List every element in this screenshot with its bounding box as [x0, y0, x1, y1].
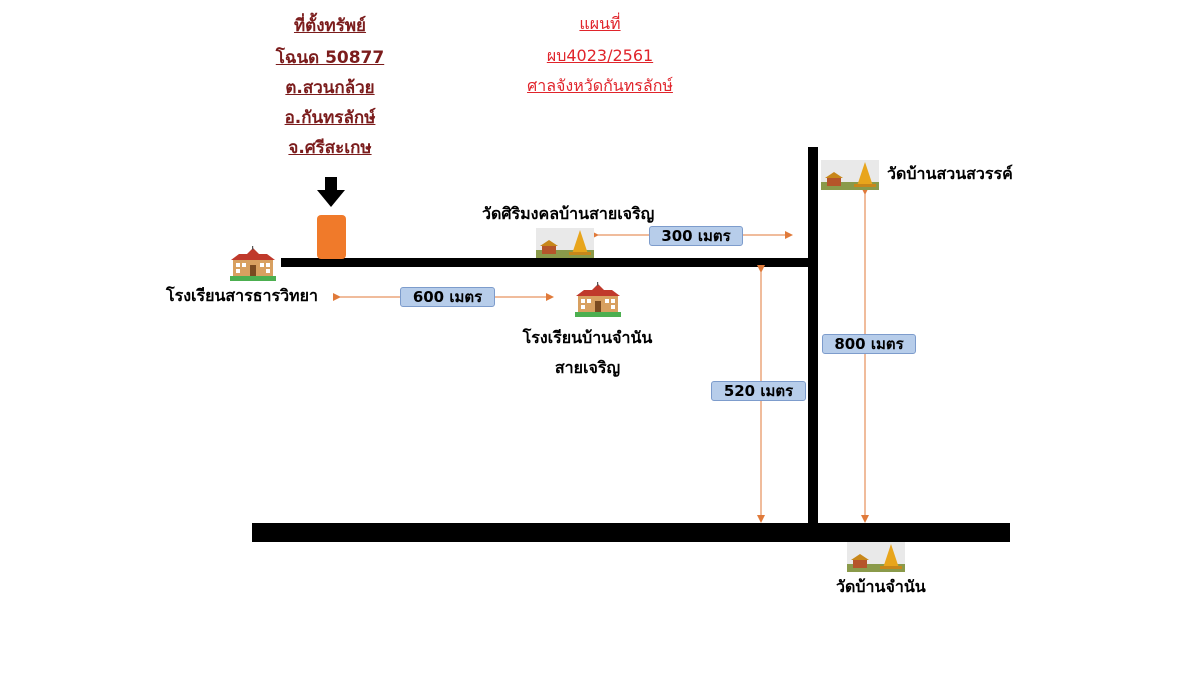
road-vertical — [808, 147, 818, 542]
property-deed: โฉนด 50877 — [275, 48, 385, 68]
temple-jamnan-label: วัดบ้านจำนัน — [836, 577, 926, 596]
distance-520-badge: 520 เมตร — [711, 381, 806, 401]
distance-600-badge: 600 เมตร — [400, 287, 495, 307]
road-upper — [281, 258, 814, 267]
case-number: ผบ4023/2561 — [546, 46, 654, 65]
down-arrow-icon — [317, 177, 345, 207]
property-province: จ.ศรีสะเกษ — [288, 138, 372, 158]
distance-800-badge: 800 เมตร — [822, 334, 916, 354]
temple-pagoda-icon — [536, 228, 594, 258]
temple-suan-sawan-label: วัดบ้านสวนสวรรค์ — [887, 164, 1013, 183]
temple-pagoda-icon — [821, 160, 879, 190]
school-building-icon — [230, 246, 276, 281]
court-name: ศาลจังหวัดกันทรลักษ์ — [527, 76, 673, 95]
temple-pagoda-icon — [847, 542, 905, 572]
school-jamnan-label-line1: โรงเรียนบ้านจำนัน — [522, 328, 653, 347]
school-jamnan-label-line2: สายเจริญ — [554, 358, 621, 377]
property-marker — [317, 215, 346, 259]
temple-sirimongkol-label: วัดศิริมงคลบ้านสายเจริญ — [482, 204, 655, 223]
school-building-icon — [575, 282, 621, 317]
distance-300-badge: 300 เมตร — [649, 226, 743, 246]
map-title: แผนที่ — [579, 14, 621, 33]
road-lower — [252, 523, 1010, 542]
property-subdistrict: ต.สวนกล้วย — [285, 78, 375, 98]
property-heading: ที่ตั้งทรัพย์ — [293, 16, 367, 36]
property-district: อ.กันทรลักษ์ — [284, 108, 376, 128]
school-sarathan-label: โรงเรียนสารธารวิทยา — [166, 286, 318, 305]
